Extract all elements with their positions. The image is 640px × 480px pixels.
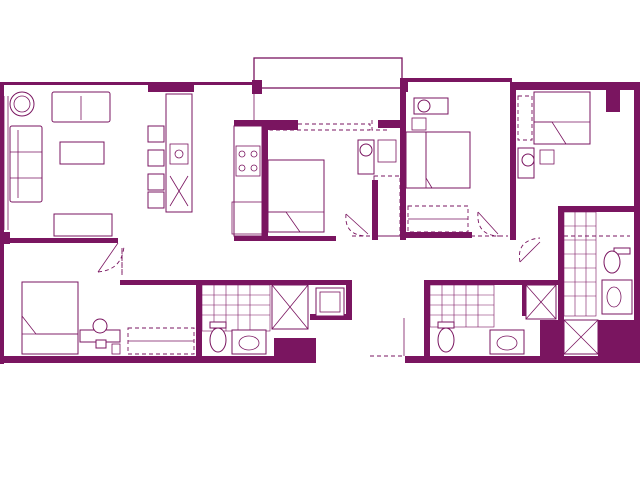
sink-1 bbox=[231, 329, 267, 355]
room-bedroom-2 bbox=[267, 120, 401, 237]
desk-1 bbox=[79, 318, 121, 355]
tv-console bbox=[53, 213, 113, 237]
toilet-3 bbox=[603, 247, 631, 274]
room-living-kitchen bbox=[9, 91, 263, 273]
bar-stools bbox=[147, 125, 165, 209]
bed-1 bbox=[21, 281, 79, 355]
side-table bbox=[9, 91, 35, 117]
room-bedroom-1 bbox=[21, 248, 195, 355]
sink-3 bbox=[601, 279, 633, 315]
toilet-1 bbox=[209, 321, 227, 353]
room-bathroom-1 bbox=[201, 284, 345, 355]
sofa-left bbox=[9, 125, 43, 203]
corridor bbox=[121, 235, 508, 357]
sofa-top bbox=[51, 91, 111, 123]
walls bbox=[0, 78, 640, 364]
bed-4 bbox=[533, 91, 591, 145]
room-bathroom-2 bbox=[429, 284, 557, 355]
toilet-2 bbox=[437, 321, 455, 353]
desk-2 bbox=[357, 139, 397, 175]
balcony bbox=[253, 57, 403, 122]
room-bathroom-3 bbox=[563, 211, 633, 355]
sink-2 bbox=[489, 329, 525, 355]
bed-2 bbox=[267, 159, 325, 233]
coffee-table bbox=[59, 141, 105, 165]
kitchen-island bbox=[165, 93, 193, 213]
bed-3 bbox=[405, 131, 471, 189]
room-bedroom-3 bbox=[405, 97, 501, 237]
desk-3 bbox=[411, 97, 449, 131]
kitchen-counter bbox=[231, 125, 263, 237]
window-left bbox=[3, 96, 9, 230]
desk-4 bbox=[517, 147, 555, 179]
room-bedroom-4 bbox=[517, 91, 591, 263]
